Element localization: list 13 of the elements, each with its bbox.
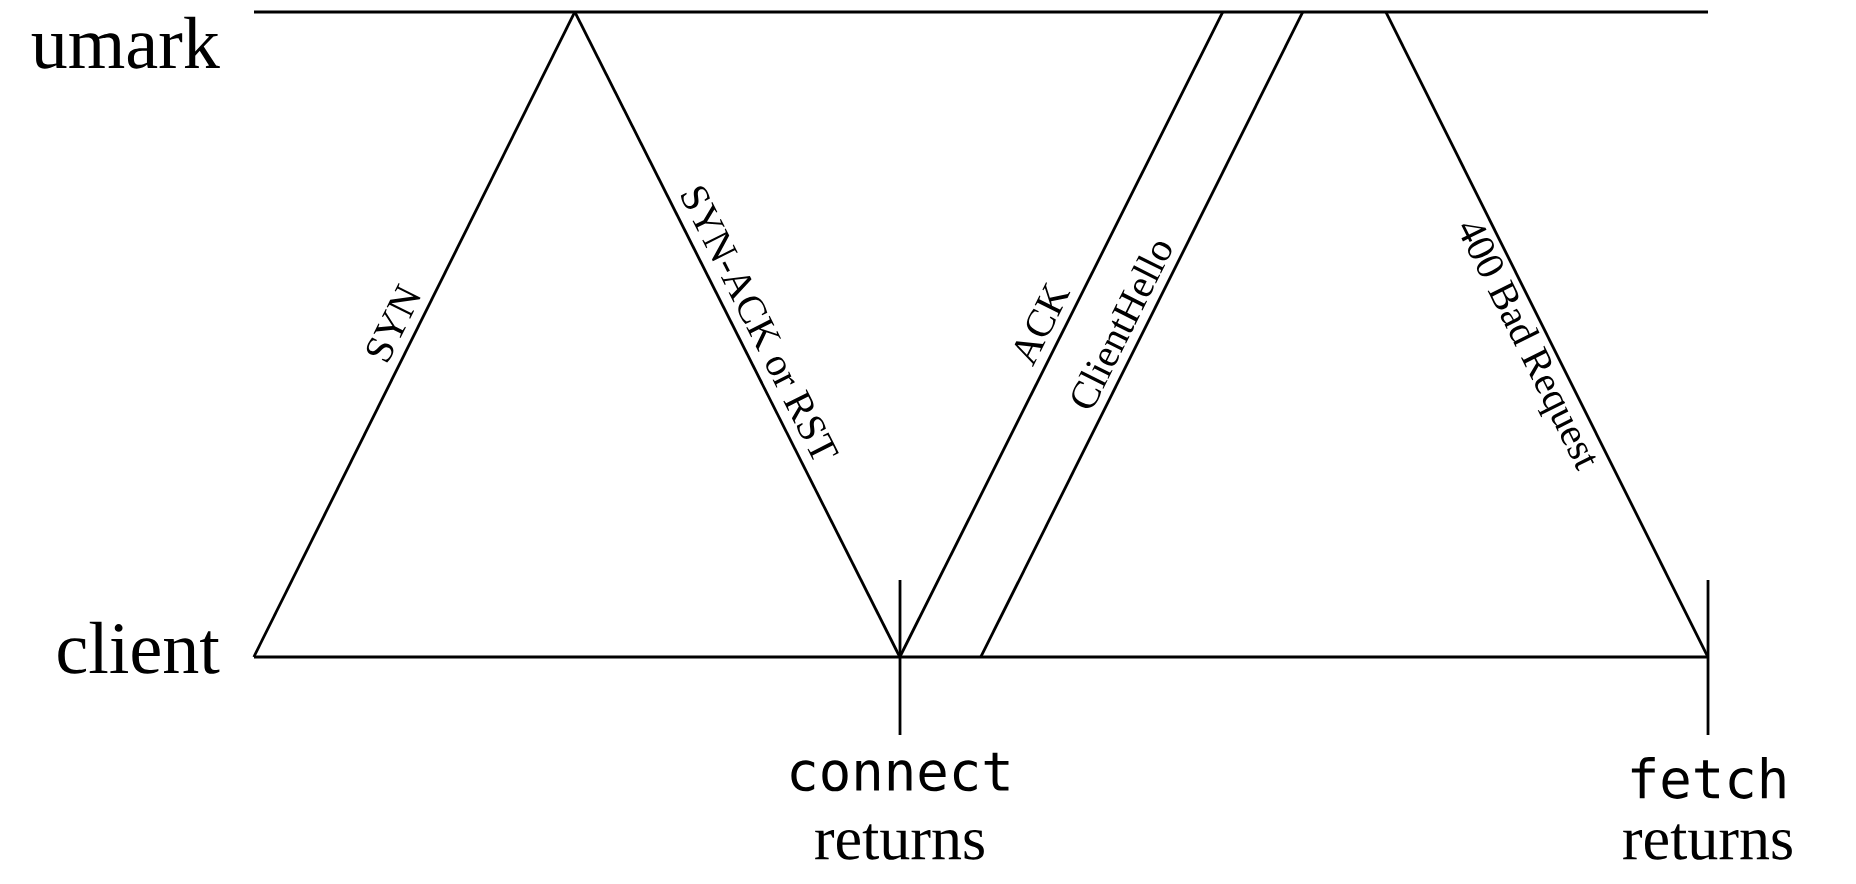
timeline-note: fetch [1631,757,1785,799]
message-line [252,11,577,658]
timeline-label: client [58,621,220,674]
timeline-note: returns [815,824,984,860]
timeline-note: connect [791,752,1009,792]
timeline-note: returns [1623,824,1792,860]
message-line [573,11,902,658]
message-line [1384,11,1710,658]
message-line [979,11,1305,658]
edge-label: ACK [1014,282,1071,368]
message-line [898,11,1225,658]
timeline-label: umark [31,16,220,69]
edge-label: SYN [366,282,421,363]
